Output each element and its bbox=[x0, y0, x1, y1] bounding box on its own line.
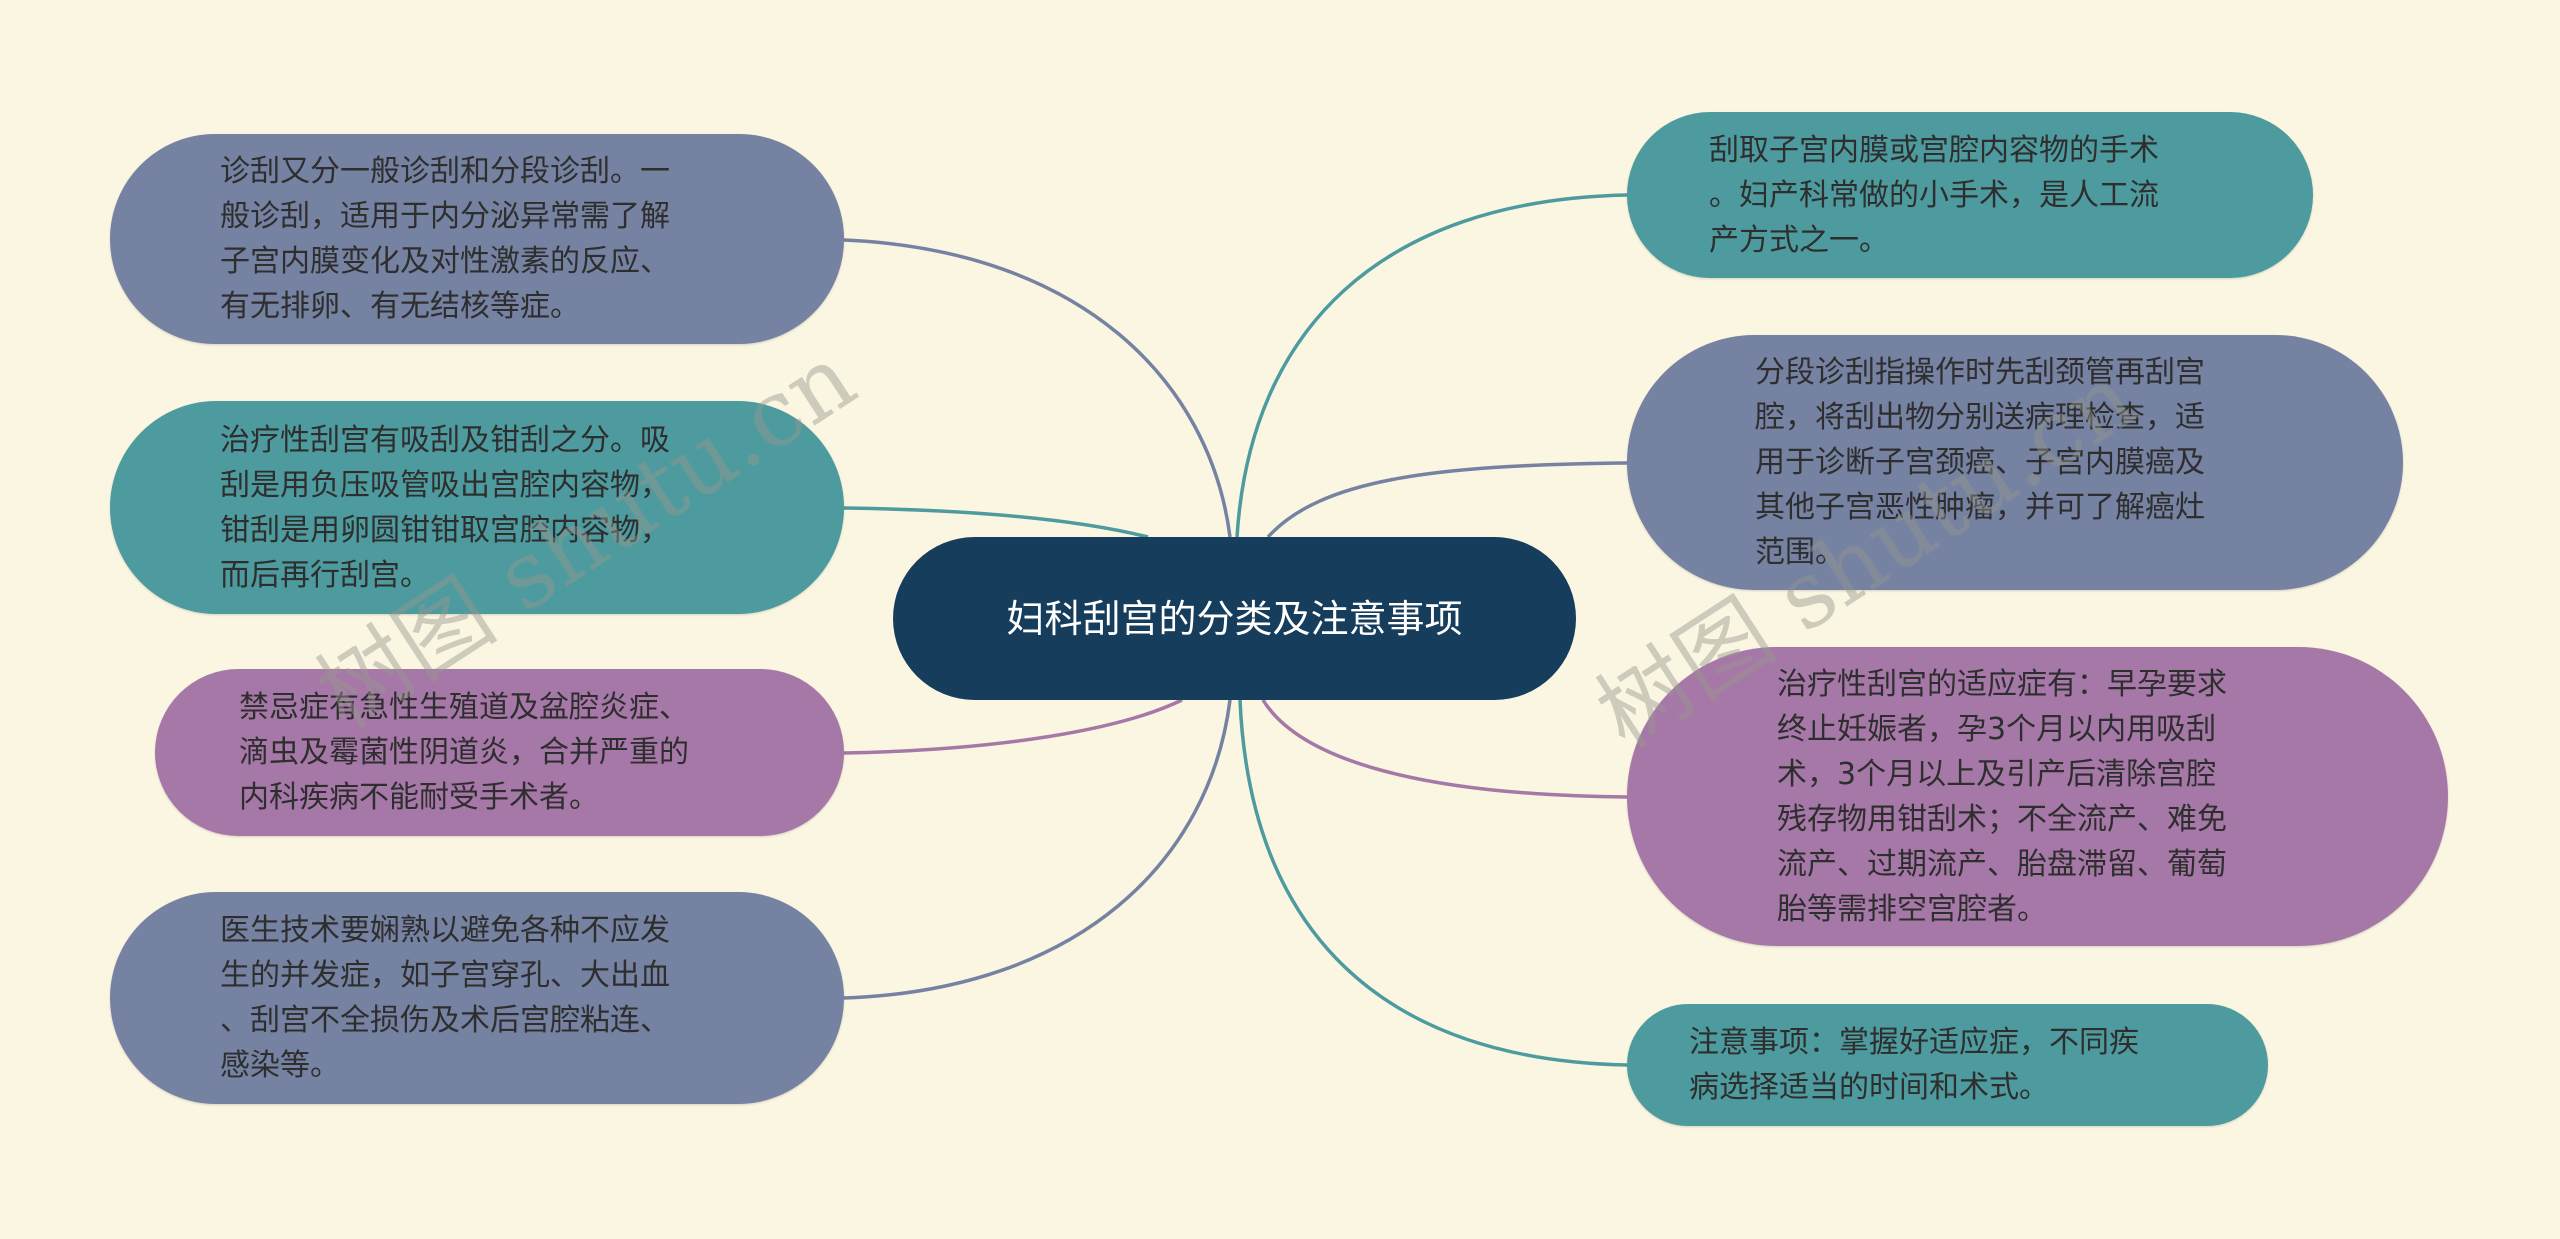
link-right-3 bbox=[1261, 699, 1628, 799]
node-text: 禁忌症有急性生殖道及盆腔炎症、 滴虫及霉菌性阴道炎，合并严重的 内科疾病不能耐受… bbox=[239, 690, 689, 815]
right-node-2[interactable]: 分段诊刮指操作时先刮颈管再刮宫 腔，将刮出物分别送病理检查，适 用于诊断子宫颈癌… bbox=[1627, 335, 2403, 590]
link-left-3 bbox=[843, 698, 1183, 755]
link-left-1 bbox=[843, 238, 1232, 538]
node-text: 分段诊刮指操作时先刮颈管再刮宫 腔，将刮出物分别送病理检查，适 用于诊断子宫颈癌… bbox=[1755, 355, 2205, 570]
link-left-4 bbox=[843, 699, 1232, 1000]
left-node-2[interactable]: 治疗性刮宫有吸刮及钳刮之分。吸 刮是用负压吸管吸出宫腔内容物， 钳刮是用卵圆钳钳… bbox=[110, 401, 844, 614]
link-left-2 bbox=[843, 506, 1149, 539]
node-text: 注意事项：掌握好适应症，不同疾 病选择适当的时间和术式。 bbox=[1689, 1025, 2139, 1105]
node-text: 治疗性刮宫的适应症有：早孕要求 终止妊娠者，孕3个月以内用吸刮 术，3个月以上及… bbox=[1777, 666, 2227, 927]
node-text: 诊刮又分一般诊刮和分段诊刮。一 般诊刮，适用于内分泌异常需了解 子宫内膜变化及对… bbox=[220, 154, 670, 324]
central-topic[interactable]: 妇科刮宫的分类及注意事项 bbox=[893, 537, 1576, 700]
link-right-1 bbox=[1235, 193, 1628, 538]
left-node-1[interactable]: 诊刮又分一般诊刮和分段诊刮。一 般诊刮，适用于内分泌异常需了解 子宫内膜变化及对… bbox=[110, 134, 844, 344]
right-node-3[interactable]: 治疗性刮宫的适应症有：早孕要求 终止妊娠者，孕3个月以内用吸刮 术，3个月以上及… bbox=[1627, 647, 2448, 946]
left-node-3[interactable]: 禁忌症有急性生殖道及盆腔炎症、 滴虫及霉菌性阴道炎，合并严重的 内科疾病不能耐受… bbox=[155, 669, 844, 836]
node-text: 治疗性刮宫有吸刮及钳刮之分。吸 刮是用负压吸管吸出宫腔内容物， 钳刮是用卵圆钳钳… bbox=[220, 422, 670, 593]
right-node-1[interactable]: 刮取子宫内膜或宫腔内容物的手术 。妇产科常做的小手术，是人工流 产方式之一。 bbox=[1627, 112, 2313, 278]
central-topic-title: 妇科刮宫的分类及注意事项 bbox=[1006, 596, 1463, 641]
left-node-4[interactable]: 医生技术要娴熟以避免各种不应发 生的并发症，如子宫穿孔、大出血 、刮宫不全损伤及… bbox=[110, 892, 844, 1104]
node-text: 医生技术要娴熟以避免各种不应发 生的并发症，如子宫穿孔、大出血 、刮宫不全损伤及… bbox=[220, 913, 670, 1083]
link-right-2 bbox=[1266, 461, 1628, 539]
link-right-4 bbox=[1238, 699, 1628, 1067]
right-node-4[interactable]: 注意事项：掌握好适应症，不同疾 病选择适当的时间和术式。 bbox=[1627, 1004, 2268, 1126]
node-text: 刮取子宫内膜或宫腔内容物的手术 。妇产科常做的小手术，是人工流 产方式之一。 bbox=[1709, 132, 2159, 258]
